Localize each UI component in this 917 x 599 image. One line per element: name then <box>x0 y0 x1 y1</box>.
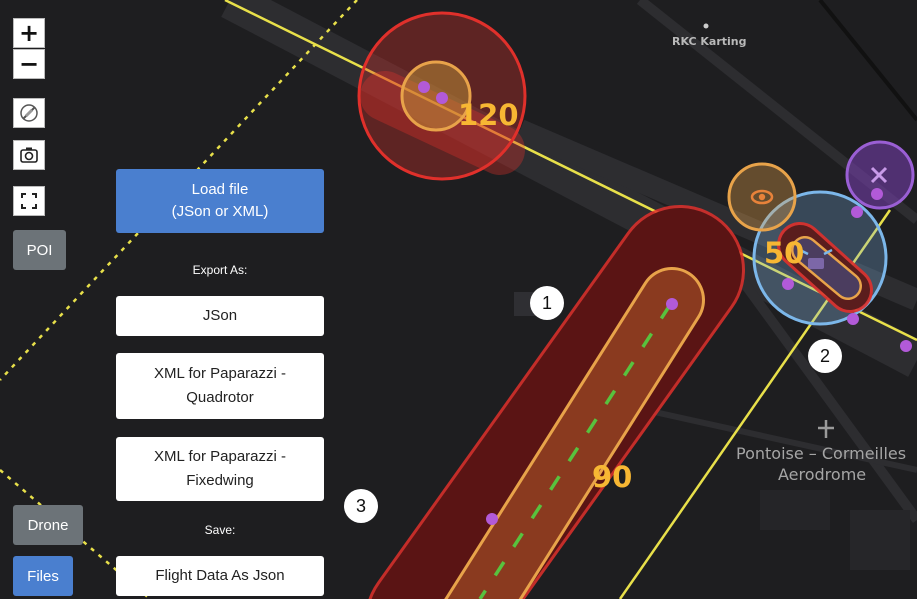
save-flight-data-button[interactable]: Flight Data As Json <box>116 556 324 596</box>
xml-quadrotor-line1: XML for Paparazzi - <box>154 365 286 382</box>
save-flight-data-label: Flight Data As Json <box>155 567 285 584</box>
no-fly-button[interactable] <box>13 98 45 128</box>
eye-zone[interactable] <box>727 162 797 232</box>
mechanic-zone[interactable] <box>845 140 915 210</box>
export-xml-fixedwing-button[interactable]: XML for Paparazzi - Fixedwing <box>116 437 324 501</box>
place-label: RKC Karting <box>672 35 747 48</box>
waypoints[interactable] <box>418 81 912 525</box>
callout-1: 1 <box>530 286 564 320</box>
waypoint <box>418 81 430 93</box>
waypoint <box>436 92 448 104</box>
load-file-line2: (JSon or XML) <box>171 203 269 220</box>
export-xml-quadrotor-button[interactable]: XML for Paparazzi - Quadrotor <box>116 353 324 419</box>
load-file-line1: Load file <box>191 181 249 198</box>
screenshot-button[interactable] <box>13 140 45 170</box>
save-label: Save: <box>204 523 236 537</box>
drone-button[interactable]: Drone <box>13 505 83 545</box>
waypoint <box>851 206 863 218</box>
poi-button[interactable]: POI <box>13 230 66 270</box>
export-json-button[interactable]: JSon <box>116 296 324 336</box>
load-file-button[interactable]: Load file (JSon or XML) <box>116 169 324 233</box>
zoom-in-button[interactable]: + <box>13 18 45 48</box>
waypoint <box>871 188 883 200</box>
export-label: Export As: <box>192 263 248 277</box>
xml-fixedwing-line1: XML for Paparazzi - <box>154 448 286 465</box>
zoom-out-button[interactable]: − <box>13 49 45 79</box>
airport-icon <box>818 420 834 438</box>
zone-90[interactable] <box>368 205 745 599</box>
zone-label-50: 50 <box>764 236 805 270</box>
callout-3: 3 <box>344 489 378 523</box>
fullscreen-icon <box>21 193 37 209</box>
building <box>850 510 910 570</box>
waypoint <box>486 513 498 525</box>
no-fly-icon <box>20 104 38 122</box>
camera-icon <box>20 147 38 163</box>
xml-fixedwing-line2: Fixedwing <box>186 472 254 489</box>
waypoint <box>782 278 794 290</box>
drone-icon <box>799 248 833 269</box>
wrench-icon <box>870 166 888 184</box>
zone-label-90: 90 <box>592 460 633 494</box>
files-button[interactable]: Files <box>13 556 73 596</box>
aerodrome-label-line1: Pontoise – Cormeilles <box>736 444 907 463</box>
callout-2: 2 <box>808 339 842 373</box>
xml-quadrotor-line2: Quadrotor <box>186 389 254 406</box>
zone-label-120: 120 <box>458 98 519 132</box>
waypoint <box>900 340 912 352</box>
export-json-label: JSon <box>202 307 238 324</box>
eye-icon <box>750 189 774 205</box>
waypoint <box>666 298 678 310</box>
waypoint <box>847 313 859 325</box>
zone-50[interactable] <box>752 190 888 326</box>
fullscreen-button[interactable] <box>13 186 45 216</box>
building <box>760 490 830 530</box>
poi-dot <box>703 23 709 29</box>
aerodrome-label-line2: Aerodrome <box>778 465 867 484</box>
